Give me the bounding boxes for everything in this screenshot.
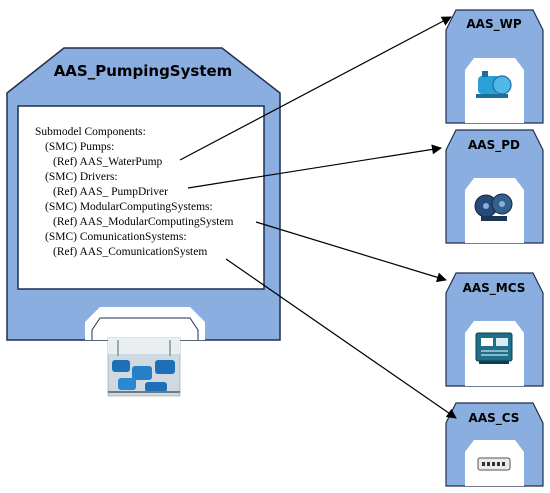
target-title-pd: AAS_PD	[468, 138, 520, 153]
arrow-to-wp	[179, 16, 452, 161]
submodel-section-title: Submodel Components:	[35, 126, 146, 138]
smc-communication: (SMC) ComunicationSystems:	[45, 231, 187, 243]
target-shell-mcs: AAS_MCS	[445, 272, 544, 387]
computing-board-icon	[472, 328, 516, 366]
ref-communication: (Ref) AAS_ComunicationSystem	[53, 246, 207, 258]
ref-water-pump: (Ref) AAS_WaterPump	[53, 156, 163, 168]
submodel-box	[17, 105, 265, 290]
arrow-to-pd	[187, 144, 442, 189]
target-title-cs: AAS_CS	[469, 411, 520, 426]
smc-pumps: (SMC) Pumps:	[45, 141, 114, 153]
target-shell-cs: AAS_CS	[445, 402, 544, 487]
water-pump-icon	[472, 67, 516, 105]
pumping-station-photo-icon	[107, 337, 181, 397]
ref-pump-driver: (Ref) AAS_ PumpDriver	[53, 186, 168, 198]
target-title-wp: AAS_WP	[466, 17, 521, 32]
main-shell: AAS_PumpingSystem Submodel Components: (…	[6, 47, 281, 397]
target-shell-pd: AAS_PD	[445, 129, 544, 244]
main-shell-title: AAS_PumpingSystem	[54, 62, 233, 80]
smc-drivers: (SMC) Drivers:	[45, 171, 118, 183]
pump-driver-icon	[472, 187, 516, 225]
smc-modular-computing: (SMC) ModularComputingSystems:	[45, 201, 213, 213]
network-switch-icon	[477, 457, 511, 471]
target-shell-wp: AAS_WP	[445, 9, 544, 124]
arrow-to-mcs	[255, 221, 447, 283]
arrow-to-cs	[225, 258, 457, 419]
target-title-mcs: AAS_MCS	[463, 281, 526, 296]
ref-modular-computing: (Ref) AAS_ModularComputingSystem	[53, 216, 234, 228]
